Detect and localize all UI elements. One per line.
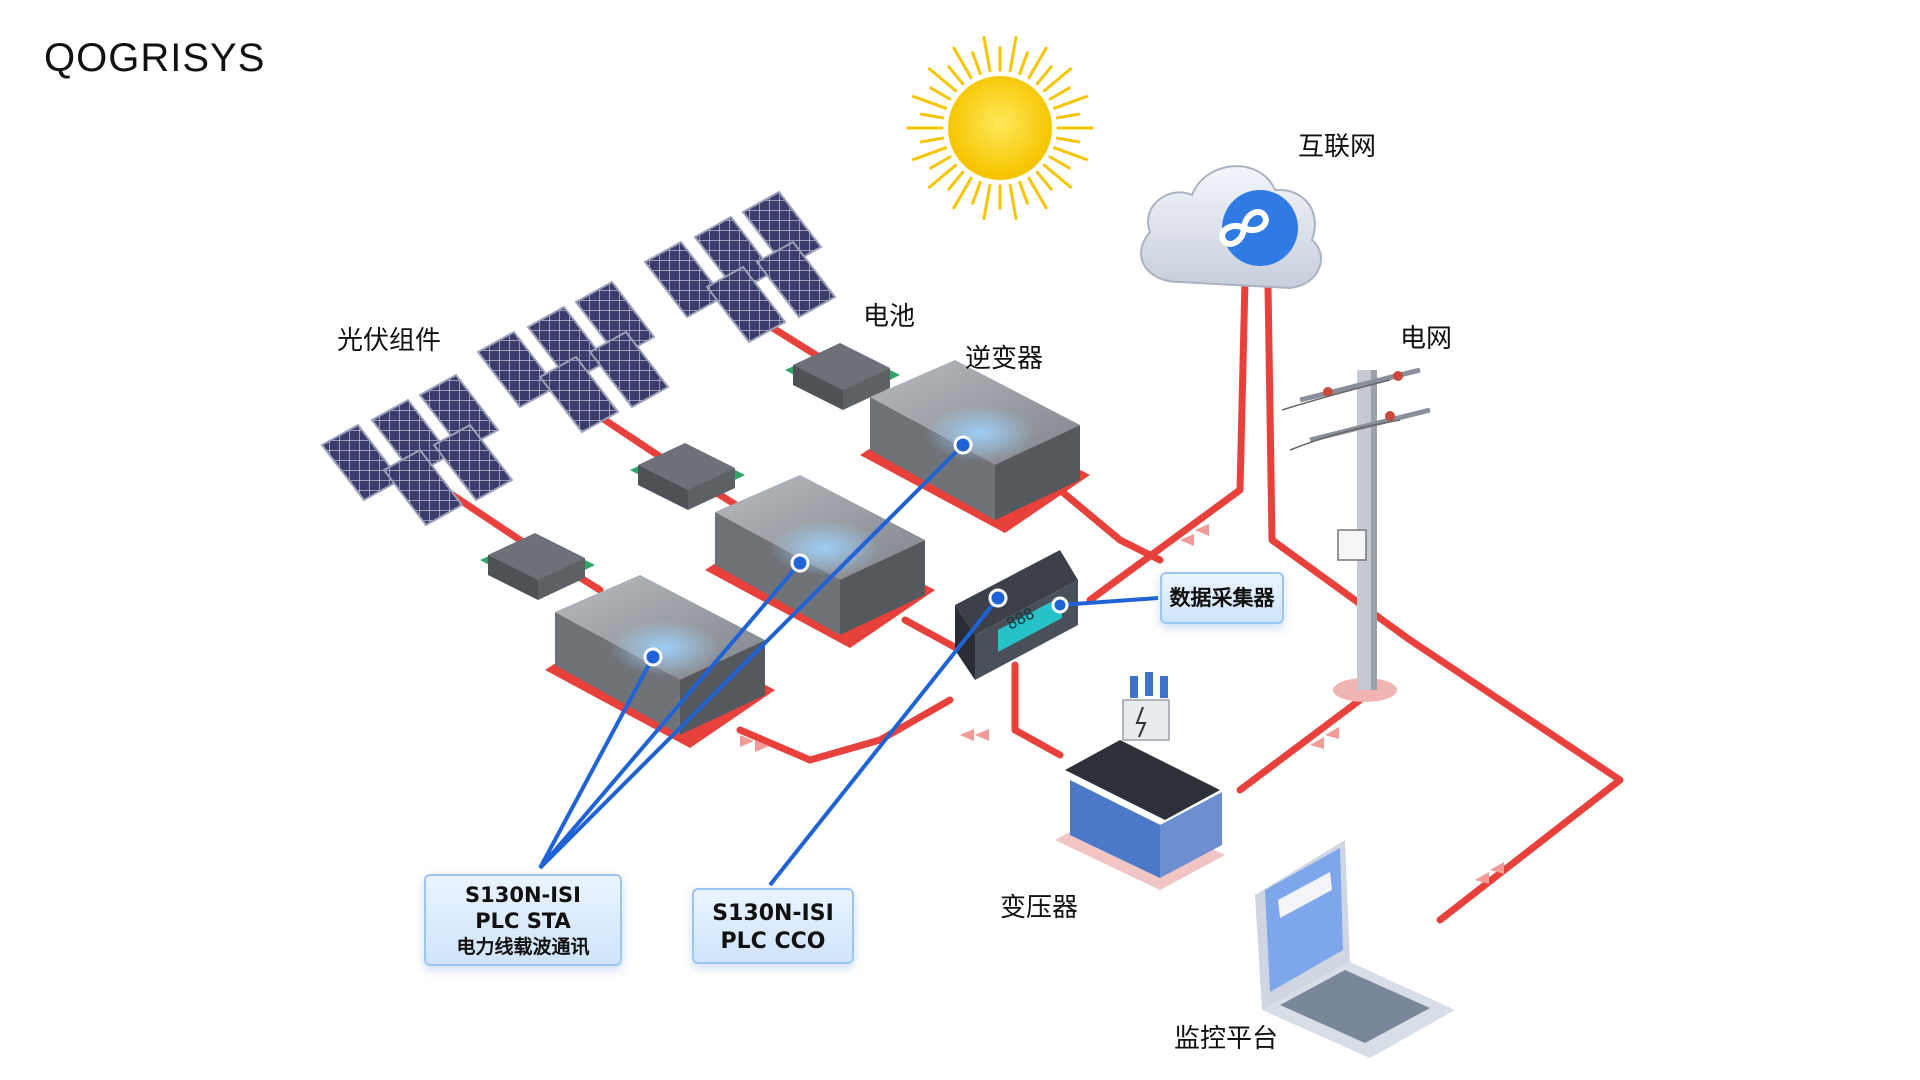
sun-ray xyxy=(928,67,958,93)
plc-cco-line2: PLC CCO xyxy=(720,929,826,954)
sun-ray xyxy=(929,155,952,170)
sun-ray xyxy=(1035,65,1053,86)
sun-ray xyxy=(952,176,973,210)
signal-collector-label xyxy=(1059,596,1159,607)
sun-ray xyxy=(1008,183,1018,221)
sun-ray xyxy=(929,86,952,101)
data-collector-device: 888 xyxy=(955,550,1078,680)
sun-ray xyxy=(1053,146,1088,161)
inverter-3 xyxy=(860,360,1090,533)
battery-pack-2 xyxy=(630,443,745,510)
sun-ray xyxy=(971,51,982,75)
plc-cco-module-tag: S130N-ISI PLC CCO xyxy=(692,888,854,964)
power-pole-icon xyxy=(1281,367,1431,702)
sun-ray xyxy=(928,163,958,189)
sun-ray xyxy=(919,136,945,144)
cloud-icon xyxy=(1140,165,1322,290)
battery-pack-1 xyxy=(480,533,595,600)
cable-internet-grid xyxy=(1264,281,1624,924)
sun-ray xyxy=(1048,86,1071,101)
sun-ray xyxy=(1048,155,1071,170)
signal-sta-inverter1 xyxy=(538,656,655,869)
infinity-icon xyxy=(1219,209,1269,247)
sun-ray xyxy=(982,183,992,221)
label-internet: 互联网 xyxy=(1298,132,1377,162)
solar-panel-array-1 xyxy=(320,373,514,527)
battery-pack-3 xyxy=(785,343,900,410)
plc-cco-line1: S130N-ISI xyxy=(712,901,834,926)
cable-inverter1-collector xyxy=(736,696,954,764)
cable-collector-internet xyxy=(1086,276,1249,604)
sun-ray xyxy=(947,170,965,191)
sun-icon xyxy=(906,35,1094,221)
signal-sta-inverter3 xyxy=(538,443,965,870)
sun-ray xyxy=(1055,112,1081,120)
sun-ray xyxy=(912,146,947,161)
sun-ray xyxy=(1027,176,1048,210)
flow-arrows xyxy=(740,524,1504,884)
transformer-icon xyxy=(1055,672,1225,890)
label-pv-modules: 光伏组件 xyxy=(337,326,442,356)
sun-ray xyxy=(1018,181,1029,205)
label-battery: 电池 xyxy=(863,302,916,332)
laptop-icon xyxy=(1255,840,1455,1058)
label-grid: 电网 xyxy=(1400,324,1453,354)
sun-ray xyxy=(982,35,992,73)
label-monitoring-platform: 监控平台 xyxy=(1174,1024,1279,1054)
sun-ray xyxy=(947,65,965,86)
signal-lines xyxy=(538,443,1159,887)
sun-ray xyxy=(1053,95,1088,110)
signal-sta-inverter2 xyxy=(538,561,802,870)
cable-collector-transformer xyxy=(1011,661,1064,759)
plc-sta-line3: 电力线载波通讯 xyxy=(456,936,590,958)
sun-ray xyxy=(1035,170,1053,191)
solar-panel-array-3 xyxy=(643,190,837,344)
sun-ray xyxy=(1042,67,1072,93)
sun-ray xyxy=(1008,35,1018,73)
label-inverter: 逆变器 xyxy=(965,344,1044,374)
signal-cco-collector xyxy=(768,596,1000,887)
sun-ray xyxy=(971,181,982,205)
data-collector-tag-text: 数据采集器 xyxy=(1169,586,1275,610)
inverter-2 xyxy=(705,475,935,648)
solar-panel-array-2 xyxy=(476,280,670,434)
sun-ray xyxy=(919,112,945,120)
sun-ray xyxy=(1027,46,1048,80)
sun-ray xyxy=(912,95,947,110)
plc-sta-module-tag: S130N-ISI PLC STA 电力线载波通讯 xyxy=(424,874,622,966)
sun-ray xyxy=(952,46,973,80)
label-transformer: 变压器 xyxy=(1000,893,1079,923)
plc-sta-line2: PLC STA xyxy=(475,909,571,933)
brand-logo: QOGRISYS xyxy=(44,36,266,80)
signal-dots xyxy=(643,435,1069,667)
plc-sta-line1: S130N-ISI xyxy=(464,883,581,907)
sun-ray xyxy=(1042,163,1072,189)
data-collector-tag: 数据采集器 xyxy=(1160,572,1284,624)
cable-transformer-grid xyxy=(1236,696,1364,794)
sun-ray xyxy=(1055,136,1081,144)
cable-inverter3-collector xyxy=(1056,486,1164,564)
sun-ray xyxy=(1018,51,1029,75)
